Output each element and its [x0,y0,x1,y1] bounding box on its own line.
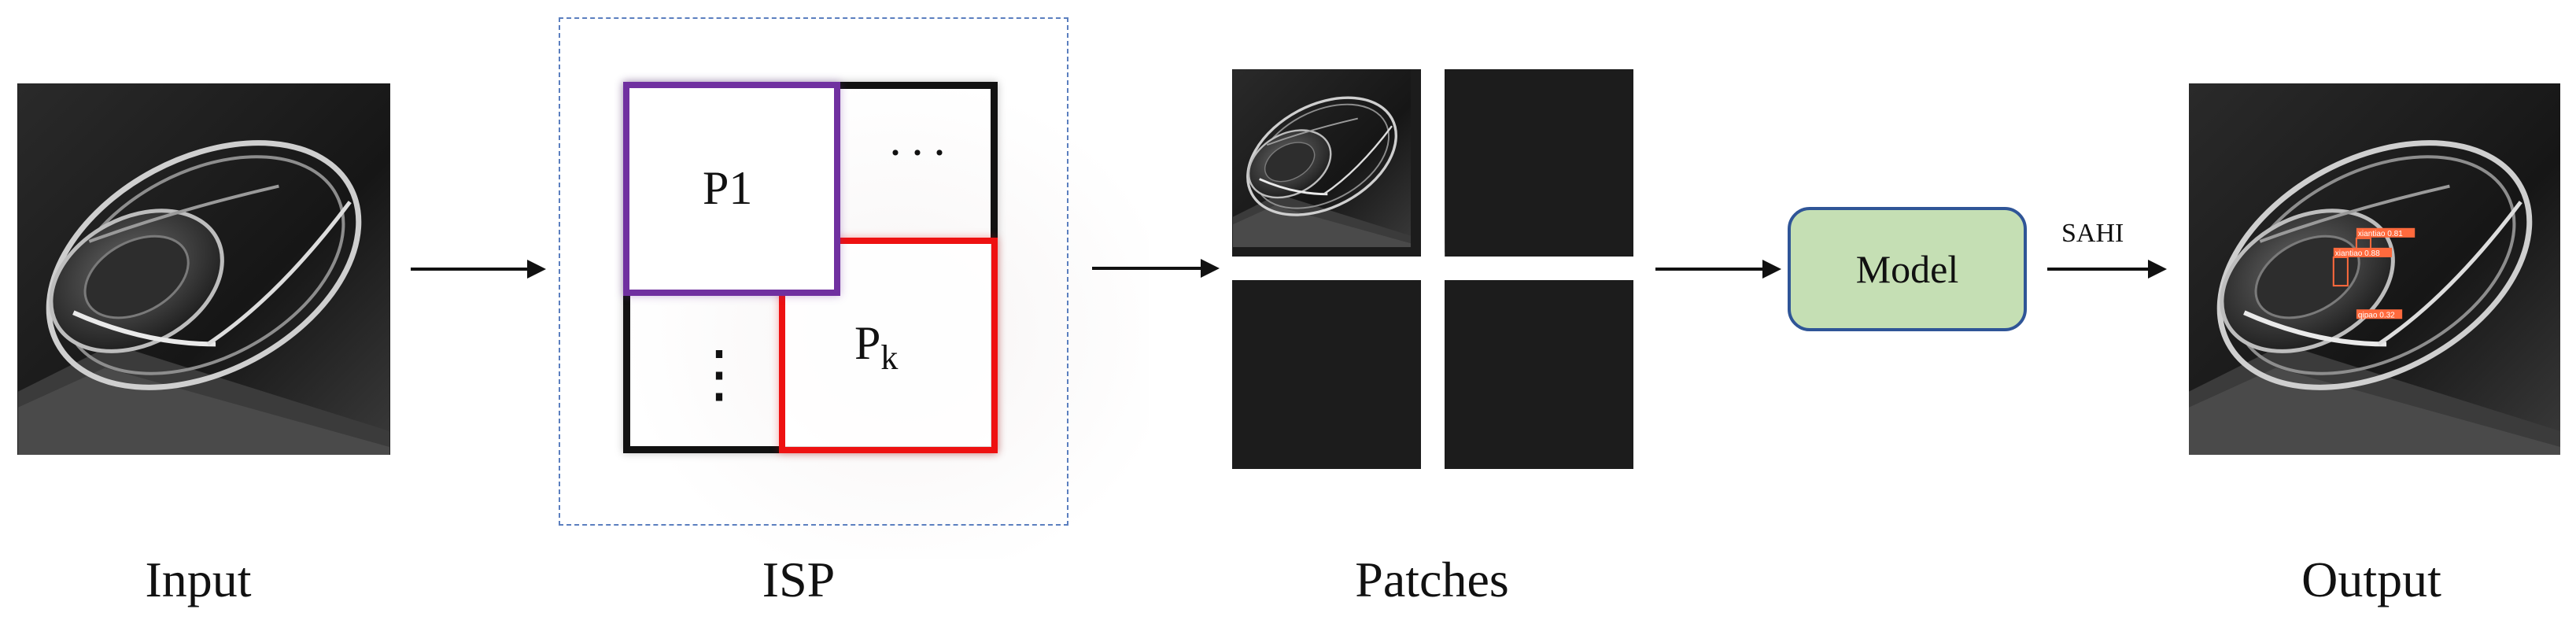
patch-image-top-left [1232,69,1421,257]
patch-k-subscript: k [880,338,899,377]
isp-label: ISP [762,552,836,607]
patch-image-bottom-right [1445,280,1633,469]
patch-first-label: P1 [703,162,753,214]
input-label: Input [145,552,252,607]
model-label: Model [1855,247,1959,291]
output-image: xiantiao 0.81 xiantiao 0.88 qipao 0.32 [2189,83,2560,455]
output-label: Output [2301,552,2441,607]
detection-label-bg-1 [2356,227,2415,238]
isp-frame [559,17,1068,526]
patch-k-label: Pk [854,316,898,378]
arrow-model-to-output [2047,260,2167,279]
patch-first-box [623,82,840,296]
input-image [17,83,390,455]
patch-image-top-right [1445,69,1633,257]
horizontal-ellipsis: ··· [888,127,954,179]
patch-k-letter: P [854,317,881,369]
arrow-input-to-isp [411,260,546,279]
patches-label: Patches [1355,552,1509,607]
detection-label-3: qipao 0.32 [2358,311,2395,319]
detection-label-2: xiantiao 0.88 [2335,249,2380,258]
model-box: Model [1788,207,2027,331]
sahi-label: SAHI [2061,219,2124,248]
detection-label-1: xiantiao 0.81 [2358,230,2403,238]
patch-image-bottom-left [1232,280,1421,469]
arrow-isp-to-patches [1092,259,1220,278]
arrow-patches-to-model [1655,260,1781,279]
vertical-ellipsis: ⋮ [688,340,751,409]
detection-label-bg-3 [2356,309,2403,319]
detection-label-bg-2 [2333,247,2393,257]
